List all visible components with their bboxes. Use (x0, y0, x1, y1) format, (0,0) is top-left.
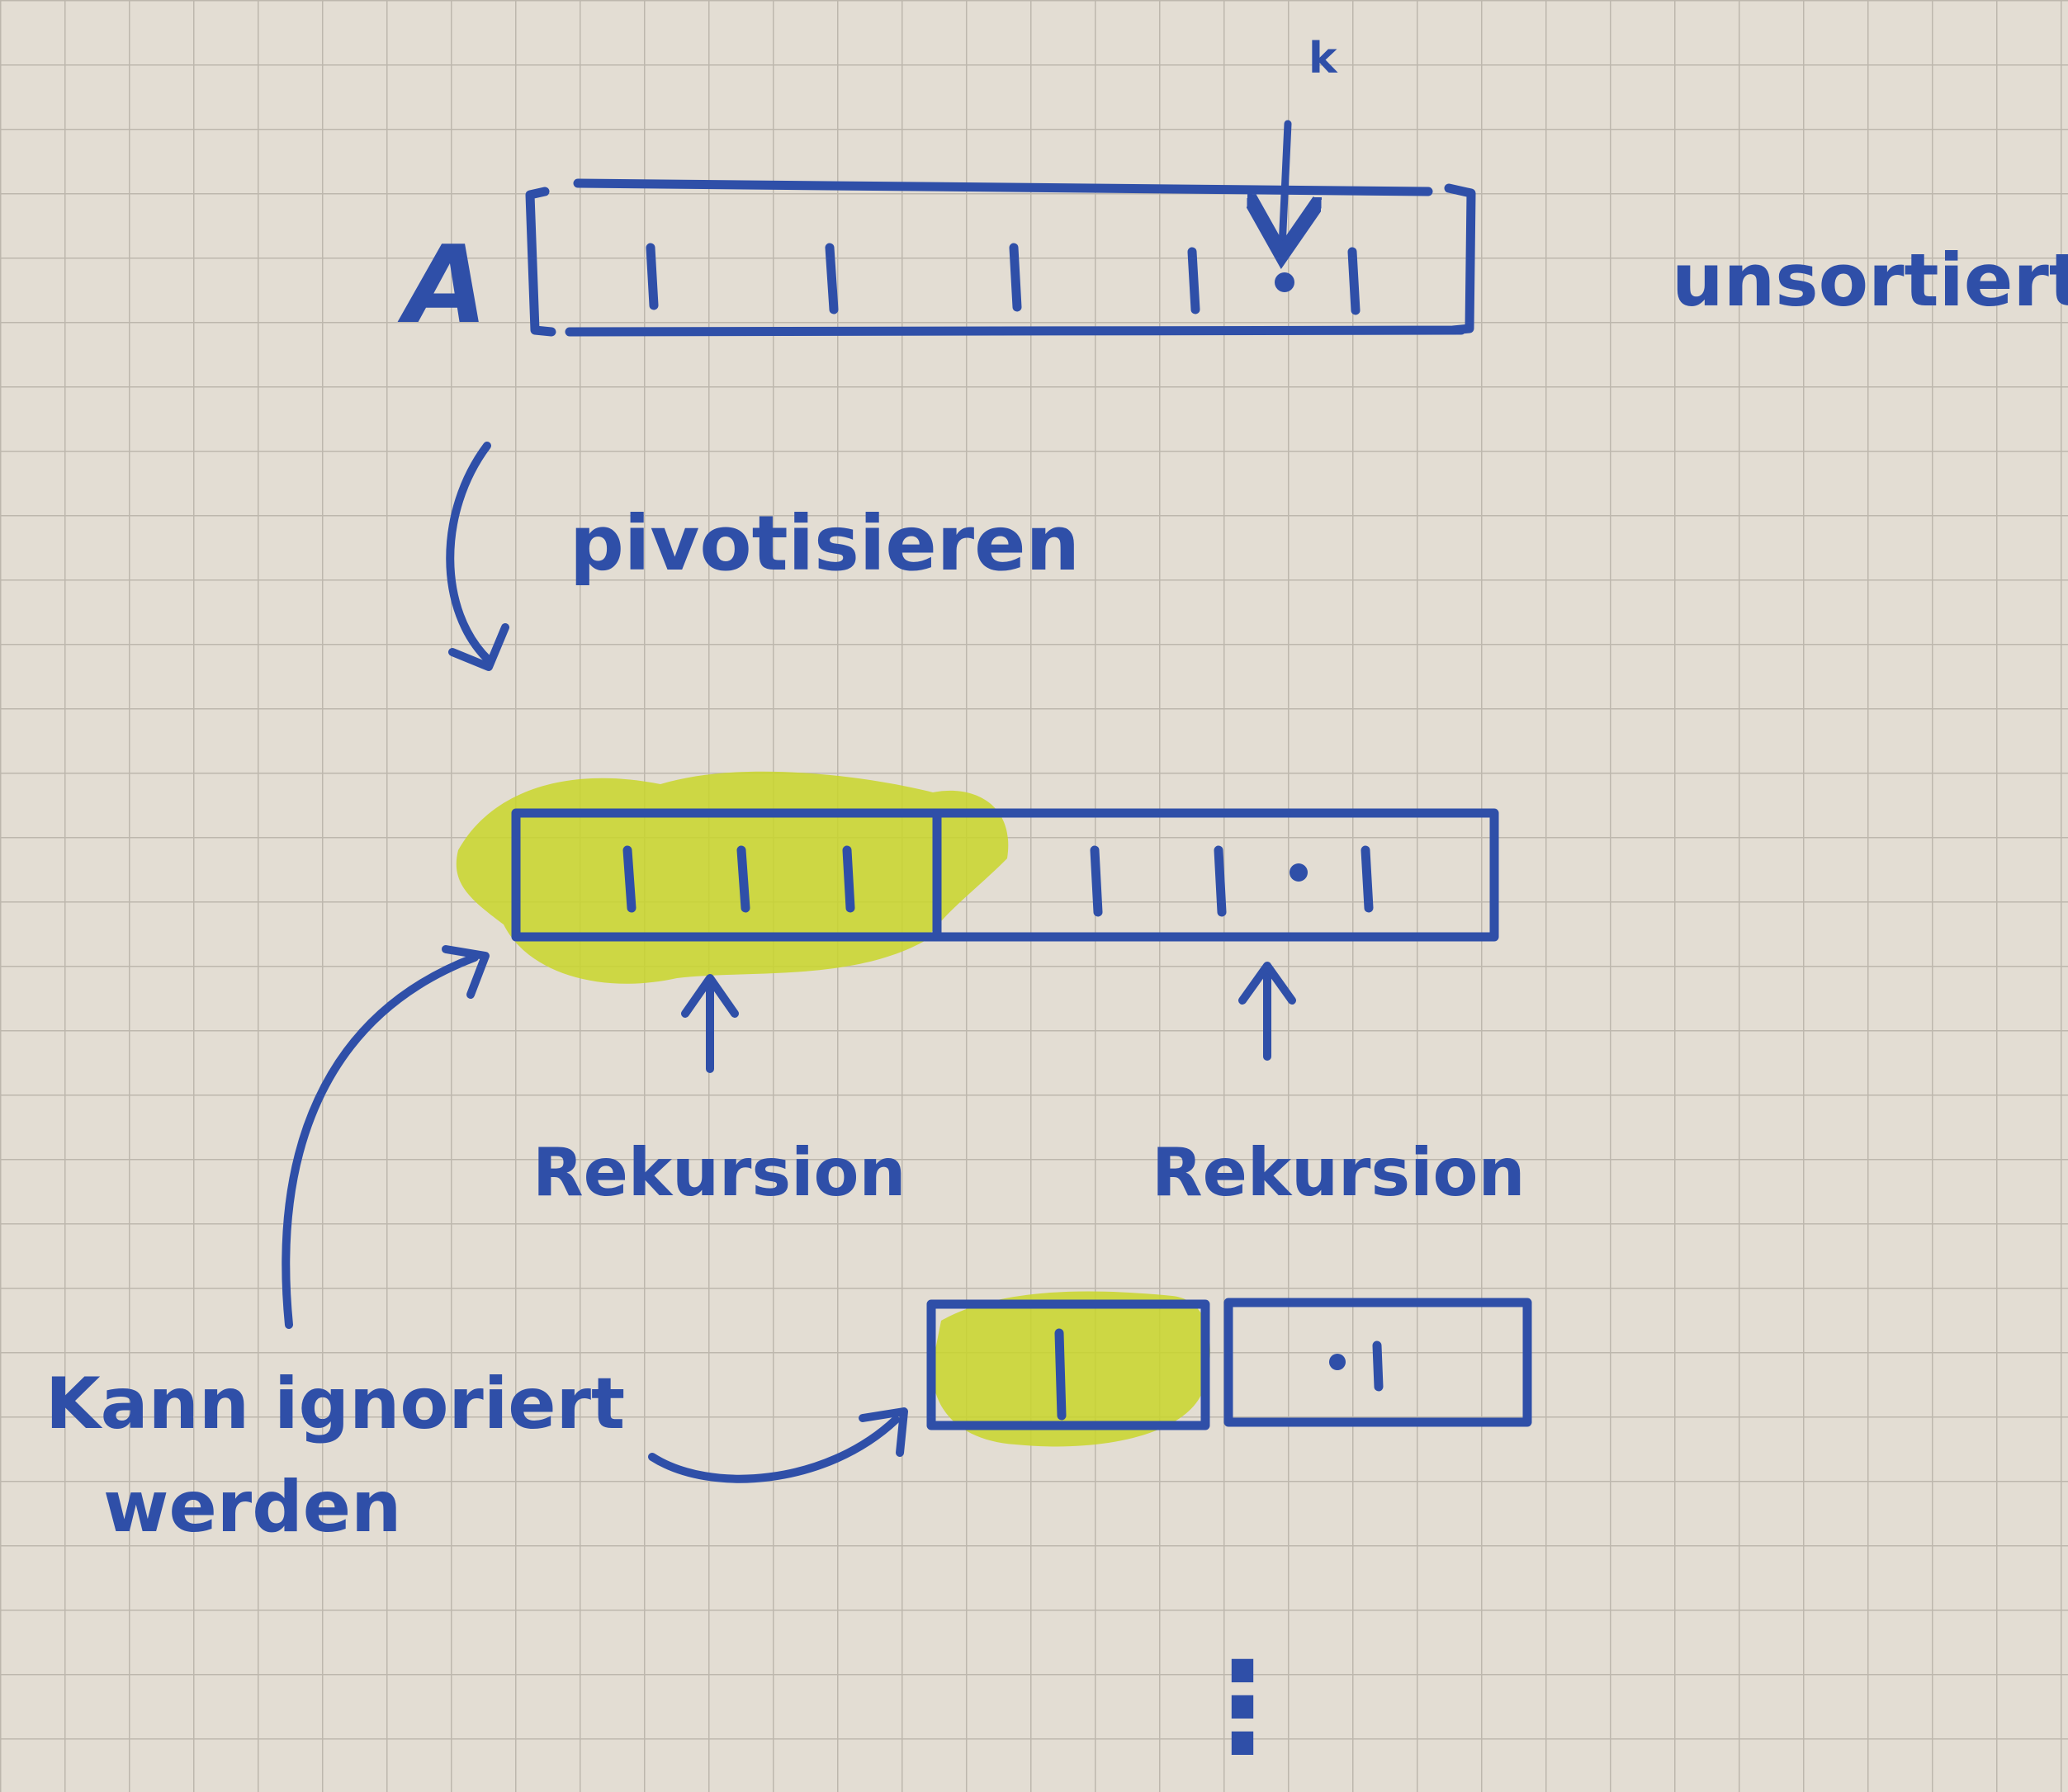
recursion-right: Rekursion (1152, 962, 1525, 1211)
pivot-dot (1275, 272, 1294, 292)
array-name-label: A (397, 222, 488, 348)
ignore-label-line1: Kann ignoriert (45, 1363, 625, 1445)
ignore-note: Kann ignoriert werden (45, 945, 908, 1548)
recursion-right-label: Rekursion (1152, 1134, 1525, 1211)
left-partition-highlight (456, 771, 1009, 984)
array-a-unsorted: k A unsortiert (397, 34, 2068, 348)
pivot-step-label: pivotisieren (570, 499, 1080, 588)
small-left-highlight (932, 1291, 1210, 1447)
k-label: k (1308, 34, 1338, 83)
right-partition (932, 808, 1499, 942)
unsorted-label: unsortiert (1672, 238, 2068, 323)
pivot-step: pivotisieren (446, 442, 1080, 671)
array-a-cells (646, 243, 1361, 315)
ignore-arrow-up (282, 953, 479, 1329)
pivot-dot (1290, 863, 1308, 882)
small-left-partition (926, 1299, 1210, 1430)
partitioned-cells (622, 845, 1374, 917)
pivot-arrow (446, 442, 493, 664)
continuation-dots: ⋮ (1181, 1636, 1304, 1780)
ignore-label-line2: werden (103, 1466, 401, 1548)
array-next-level (926, 1291, 1532, 1447)
recursion-left-label: Rekursion (532, 1134, 906, 1211)
array-a-outline (525, 178, 1476, 337)
pivot-dot (1329, 1354, 1346, 1370)
array-partitioned (456, 771, 1499, 984)
small-right-partition (1223, 1298, 1532, 1427)
recursion-left: Rekursion (532, 974, 906, 1211)
ignore-arrow-right (648, 1416, 900, 1483)
